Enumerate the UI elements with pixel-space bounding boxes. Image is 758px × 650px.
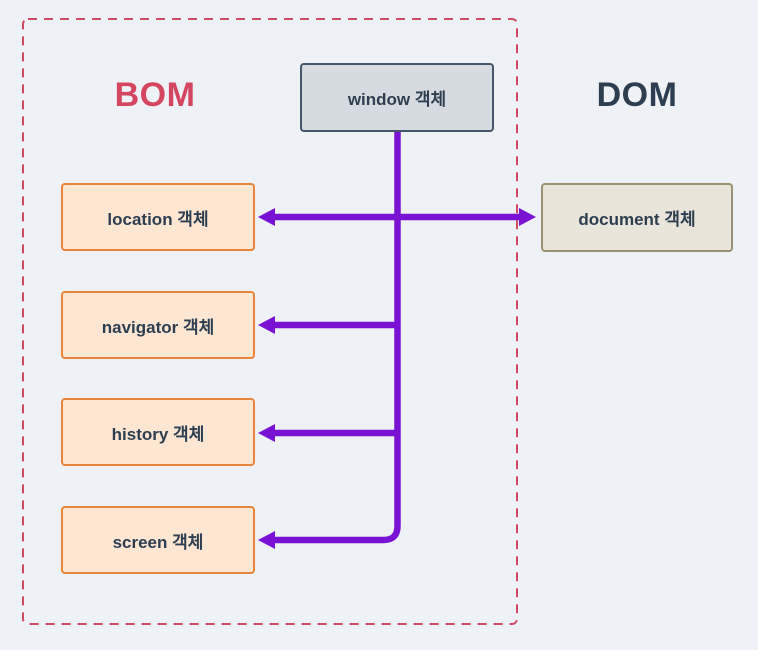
location-object-box: location 객체	[61, 183, 255, 251]
document-object-box: document 객체	[541, 183, 733, 252]
navigator-object-box: navigator 객체	[61, 291, 255, 359]
dom-section-title: DOM	[596, 76, 678, 114]
navigator-object-label: navigator 객체	[101, 317, 215, 337]
screen-arrowhead-icon	[258, 531, 275, 549]
history-arrowhead-icon	[258, 424, 275, 442]
window-to-screen-connector	[273, 132, 401, 544]
screen-object-label: screen 객체	[112, 532, 204, 552]
navigator-arrowhead-icon	[258, 316, 275, 334]
window-object-label: window 객체	[347, 90, 447, 109]
location-arrowhead-icon	[258, 208, 275, 226]
history-object-box: history 객체	[61, 398, 255, 466]
screen-object-box: screen 객체	[61, 506, 255, 574]
document-object-label: document 객체	[578, 210, 696, 229]
window-object-box: window 객체	[300, 63, 494, 132]
location-object-label: location 객체	[107, 209, 209, 229]
history-object-label: history 객체	[111, 424, 205, 444]
bom-section-title: BOM	[114, 76, 196, 114]
document-arrowhead-icon	[519, 208, 536, 226]
